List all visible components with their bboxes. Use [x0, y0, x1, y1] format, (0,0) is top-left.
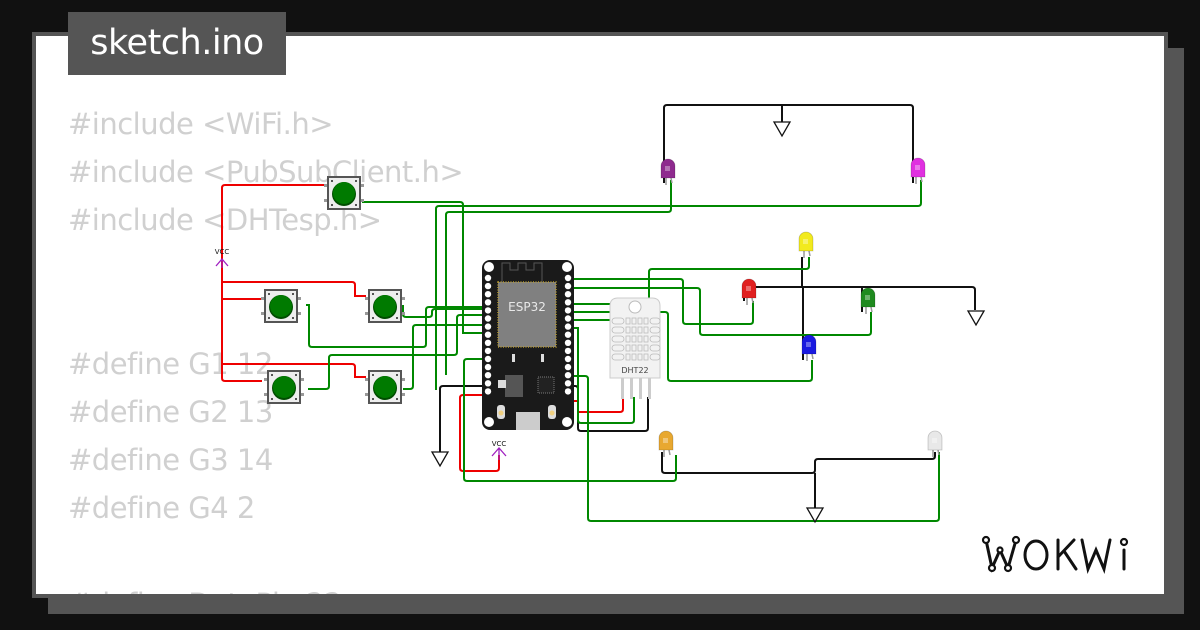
vcc-wires	[221, 184, 624, 472]
esp32-pins-left	[484, 274, 492, 395]
pin	[484, 388, 492, 395]
pin	[564, 282, 572, 290]
code-line: #define G4 2	[68, 491, 255, 525]
pin	[564, 331, 572, 338]
led-yellow[interactable]	[798, 231, 814, 258]
pin	[564, 339, 572, 346]
pin	[484, 355, 492, 363]
pushbutton[interactable]	[365, 289, 405, 323]
ground-symbol	[806, 507, 824, 523]
dht22-sensor[interactable]: DHT22	[609, 297, 661, 399]
code-line: #include <WiFi.h>	[68, 107, 334, 141]
file-tab[interactable]: sketch.ino	[68, 12, 286, 75]
ground-wires	[439, 104, 976, 508]
pin	[564, 355, 572, 363]
pin	[484, 282, 492, 290]
pin	[564, 307, 572, 314]
ground-symbol	[773, 121, 791, 137]
vcc-symbol-left: VCC	[215, 248, 230, 268]
vcc-symbol-bottom: VCC	[491, 440, 507, 460]
pin	[564, 347, 572, 355]
pin	[564, 291, 572, 298]
code-line: #include <PubSubClient.h>	[68, 155, 464, 189]
pushbutton[interactable]	[261, 289, 301, 323]
ground-symbol	[431, 451, 449, 467]
esp32-label: ESP32	[508, 300, 546, 314]
pin	[484, 347, 492, 355]
esp32-board[interactable]: ESP32	[482, 260, 574, 430]
led-orange[interactable]	[658, 430, 674, 457]
pin	[564, 372, 572, 379]
dht22-label: DHT22	[621, 366, 648, 375]
pin	[484, 363, 492, 371]
pin	[564, 315, 572, 322]
pin	[484, 323, 492, 330]
pin	[564, 380, 572, 387]
led-blue[interactable]	[801, 334, 817, 361]
pushbutton[interactable]	[365, 370, 405, 404]
pin	[564, 363, 572, 371]
pin	[484, 291, 492, 298]
pushbutton[interactable]	[264, 370, 304, 404]
ground-symbol	[967, 310, 985, 326]
pin	[564, 299, 572, 306]
pushbutton[interactable]	[324, 176, 364, 210]
signal-wires	[306, 180, 940, 522]
pin	[484, 315, 492, 322]
svg-text:VCC: VCC	[215, 248, 230, 256]
pin	[564, 323, 572, 330]
led-magenta[interactable]	[910, 157, 926, 184]
led-green[interactable]	[860, 287, 876, 314]
code-line: #define DataPin 22	[68, 580, 342, 594]
esp32-pins-right	[564, 274, 572, 395]
svg-text:VCC: VCC	[492, 440, 507, 448]
pin	[484, 380, 492, 387]
wokwi-logo-mark	[981, 535, 1129, 575]
led-white[interactable]	[927, 430, 943, 457]
led-purple[interactable]	[660, 158, 676, 185]
code-line: #define G3 14	[68, 443, 273, 477]
pin	[564, 388, 572, 395]
pin	[484, 307, 492, 314]
pin	[564, 274, 572, 282]
pin	[484, 274, 492, 282]
pin	[484, 339, 492, 346]
code-line: #define G2 13	[68, 395, 273, 429]
wokwi-logo	[978, 530, 1150, 587]
pin	[484, 372, 492, 379]
led-red[interactable]	[741, 278, 757, 305]
pin	[484, 299, 492, 306]
pin	[484, 331, 492, 338]
